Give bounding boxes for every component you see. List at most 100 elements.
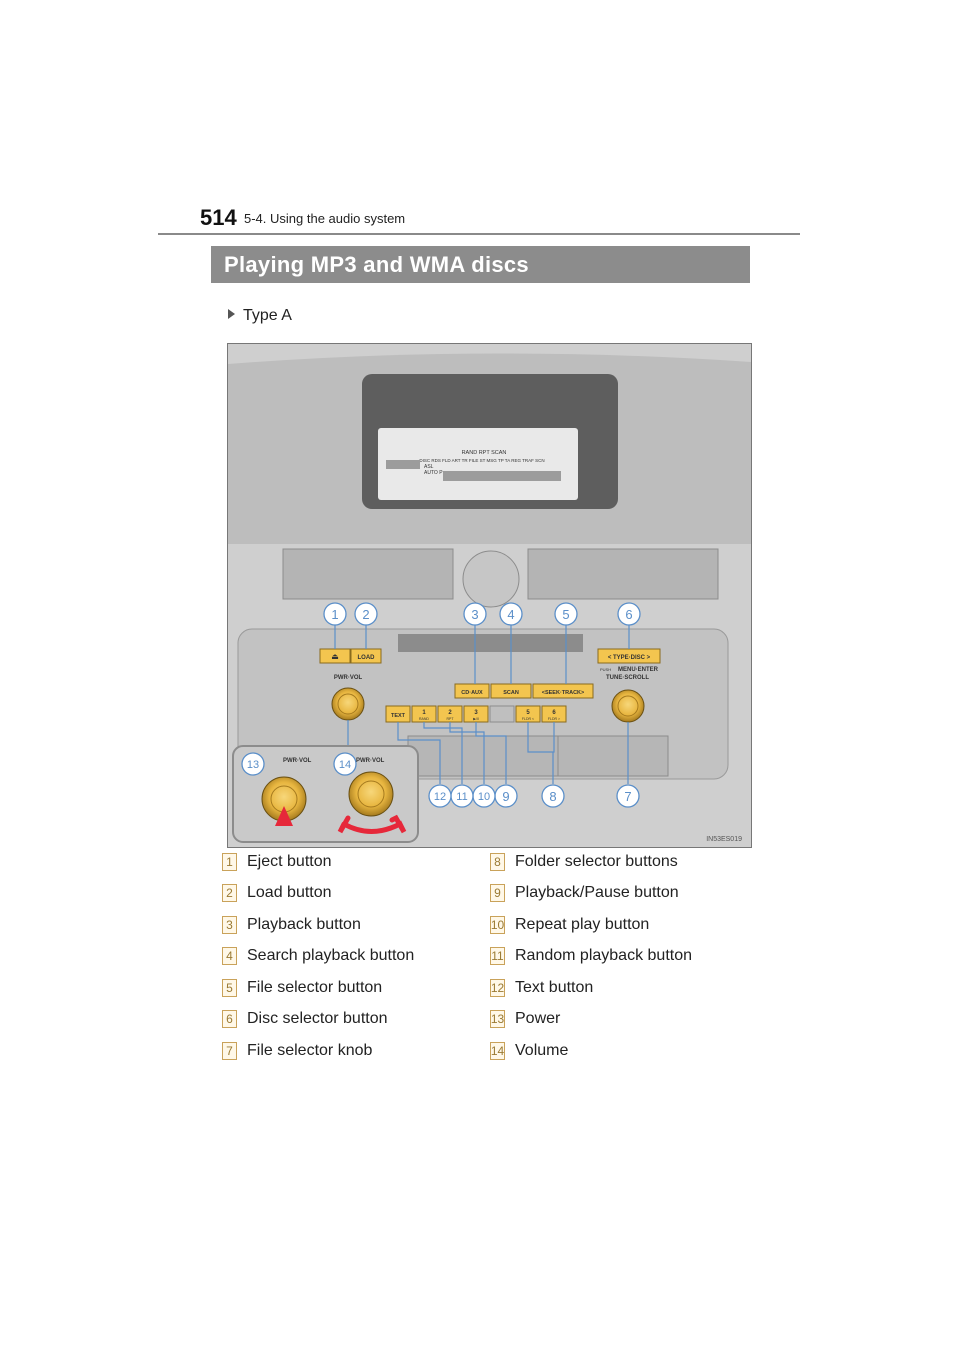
callout-1: 1 [331,607,338,622]
legend-number: 11 [490,947,505,965]
legend-number: 5 [222,979,237,997]
legend-label: Search playback button [247,947,415,964]
push-label: PUSH [600,667,611,672]
seek-track-label: <SEEK·TRACK> [542,690,584,696]
legend-label: Power [515,1010,561,1027]
section-title: 5-4. Using the audio system [244,211,406,226]
cd-aux-label: CD·AUX [461,690,483,696]
rotate-arrow-icon [337,814,407,834]
callout-5: 5 [562,607,569,622]
right-vent [527,548,719,600]
preset-6-sub: FLDR > [548,717,560,721]
triangle-bullet-icon [228,309,235,319]
legend-item: 6 Disc selector button [222,1008,388,1030]
legend-item: 10 Repeat play button [490,914,649,936]
callout-6: 6 [625,607,632,622]
callout-10: 10 [478,791,490,803]
display-segments [443,471,561,481]
display-line2: DISC RDS FLD ART TR FILE ST MSG TP TA RE… [419,458,544,463]
callout-12: 12 [434,791,446,803]
legend-item: 3 Playback button [222,914,361,936]
display-screen [378,428,578,500]
tune-scroll-label: TUNE·SCROLL [606,675,649,681]
preset-3-sub: ▶/II [473,717,479,721]
legend-item: 14 Volume [490,1040,568,1062]
eject-label: ⏏ [331,652,339,661]
preset-3-label: 3 [474,710,478,716]
display-segments [386,460,420,469]
callout-numbers: 1 2 3 4 5 6 7 8 9 10 11 12 13 14 [247,607,633,804]
preset-4-button[interactable] [489,705,515,723]
legend-label: Playback/Pause button [515,884,679,901]
volume-knob[interactable] [348,771,394,817]
legend-label: Volume [515,1042,569,1059]
callout-8: 8 [549,789,556,804]
clock [462,550,520,608]
load-label: LOAD [358,655,376,661]
cd-slot [398,634,583,652]
image-code: IN53ES019 [706,836,742,843]
lower-button-block [557,735,669,777]
legend-number: 12 [490,979,505,997]
legend-label: Text button [515,979,594,996]
preset-1-sub: RAND [419,717,429,721]
callout-3: 3 [471,607,478,622]
push-arrow-icon [275,806,293,826]
legend-number: 8 [490,853,505,871]
legend-number: 9 [490,884,505,902]
callout-11: 11 [456,791,467,803]
display-auto: AUTO P [424,470,443,476]
callouts [241,602,641,808]
cd-aux-button[interactable] [454,683,490,699]
legend-number: 2 [222,884,237,902]
callout-2: 2 [362,607,369,622]
legend-label: Load button [247,884,332,901]
legend-number: 10 [490,916,505,934]
left-vent [282,548,454,600]
legend-item: 11 Random playback button [490,945,692,967]
legend-number: 13 [490,1010,505,1028]
callout-9: 9 [502,789,509,804]
legend-label: Repeat play button [515,916,650,933]
type-label: Type A [228,307,292,325]
pwr-vol-knob[interactable] [331,687,365,721]
legend-label: File selector knob [247,1042,373,1059]
legend-item: 12 Text button [490,977,593,999]
preset-2-label: 2 [448,710,452,716]
inset-pwr-vol-label: PWR·VOL [356,758,385,764]
pwr-vol-label: PWR·VOL [334,675,363,681]
legend-number: 1 [222,853,237,871]
legend-label: Random playback button [515,947,692,964]
legend-item: 1 Eject button [222,851,332,873]
legend-item: 13 Power [490,1008,560,1030]
display-line1: RAND RPT SCAN [462,450,507,456]
legend-item: 9 Playback/Pause button [490,882,679,904]
legend-item: 8 Folder selector buttons [490,851,678,873]
text-button-label: TEXT [391,713,406,719]
legend-number: 4 [222,947,237,965]
preset-6-label: 6 [552,710,556,716]
preset-5-label: 5 [526,710,530,716]
callout-leaders [334,624,630,784]
legend-number: 3 [222,916,237,934]
callout-13: 13 [247,759,259,771]
callout-4: 4 [507,607,514,622]
legend-number: 14 [490,1042,505,1060]
legend-item: 2 Load button [222,882,332,904]
legend-label: Folder selector buttons [515,853,678,870]
preset-1-label: 1 [422,710,426,716]
page-number: 514 [200,205,237,230]
legend-label: Playback button [247,916,361,933]
preset-2-sub: RPT [447,717,455,721]
header-divider [158,233,800,235]
preset-5-sub: FLDR < [522,717,534,721]
menu-enter-label: MENU·ENTER [618,667,659,673]
seek-track-button[interactable] [532,683,594,699]
legend-number: 6 [222,1010,237,1028]
legend-label: Eject button [247,853,332,870]
legend-label: Disc selector button [247,1010,388,1027]
banner-title: Playing MP3 and WMA discs [224,252,529,277]
type-disc-label: < TYPE·DISC > [608,655,651,661]
tune-scroll-knob[interactable] [611,689,645,723]
